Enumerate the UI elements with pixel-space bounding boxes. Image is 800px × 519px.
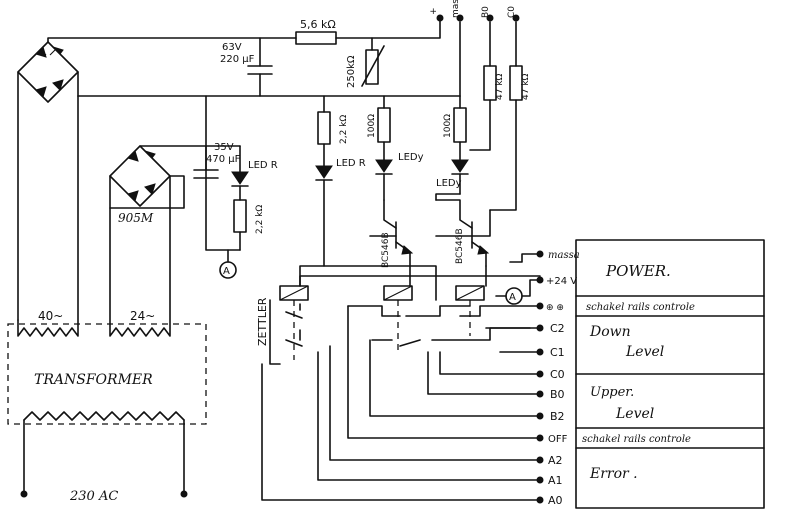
label-cap-low-v: 35V: [214, 142, 234, 153]
mains-terminal-right[interactable]: [180, 490, 188, 498]
bridge-rectifier-top: [17, 41, 79, 103]
terminal-label-off: OFF: [548, 434, 568, 445]
terminal-label-c1: C1: [550, 346, 565, 359]
bridge-rectifier-low: 905M: [109, 145, 171, 225]
table-down-2: Level: [625, 344, 664, 360]
terminal-label-b2: B2: [550, 410, 565, 423]
top-b0-label: B0: [481, 6, 491, 18]
resistor-100-b: 100Ω: [443, 107, 467, 143]
resistor-47k-a: 47 kΩ: [483, 65, 505, 101]
table-down-1: Down: [589, 324, 631, 340]
led-r-left: LED R: [231, 145, 278, 201]
table-upper-1: Upper.: [590, 385, 634, 400]
transformer: 40~ 24~ TRANSFORMER: [7, 95, 207, 493]
terminal-label-c2: C2: [550, 322, 565, 335]
label-cap-low-c: 470 µF: [206, 154, 241, 165]
resistor-5k6: 5,6 kΩ: [295, 18, 337, 45]
label-led-r2: LED R: [336, 158, 366, 169]
terminal-a0[interactable]: [536, 496, 544, 504]
ammeter-right: A: [505, 287, 523, 305]
resistor-2k2-a: 2,2 kΩ: [317, 111, 349, 145]
label-r2k2-a: 2,2 kΩ: [339, 115, 349, 144]
label-r47k-b: 47 kΩ: [521, 73, 531, 100]
label-r100-b: 100Ω: [443, 114, 453, 138]
capacitor-470uf: 35V 470 µF: [193, 142, 241, 179]
terminal-massa[interactable]: [536, 250, 544, 258]
terminal-label-24v: +24 V: [546, 276, 577, 287]
meter-label-right: A: [509, 292, 516, 303]
terminal-c2[interactable]: [536, 324, 544, 332]
label-r2k2-b: 2,2 kΩ: [255, 205, 265, 234]
terminal-label-a1: A1: [548, 474, 563, 487]
capacitor-220uf: 63V 220 µF: [220, 37, 273, 97]
terminal-column: massa +24 V ⊕ ⊕ C2 C1 C0 B0 B2 OFF A2 A1…: [536, 250, 580, 507]
terminal-label-massa: massa: [548, 250, 580, 261]
label-cap-top-v: 63V: [222, 42, 242, 53]
transistor-bc546b-1: BC546B: [369, 199, 414, 268]
terminal-b0-top[interactable]: [486, 14, 494, 22]
led-y-2: LEDy: [436, 141, 469, 195]
secondary-40-label: 40~: [38, 309, 63, 323]
terminal-b2[interactable]: [536, 412, 544, 420]
terminal-c1[interactable]: [536, 348, 544, 356]
terminal-massa-top[interactable]: [456, 14, 464, 22]
terminal-label-b0: B0: [550, 388, 565, 401]
top-massa-label: massa: [451, 0, 461, 18]
resistor-100-a: 100Ω: [367, 107, 391, 143]
top-c0-label: C0: [507, 6, 517, 18]
relay-2: [383, 285, 413, 350]
label-pot: 250kΩ: [346, 55, 357, 88]
terminal-c0-top[interactable]: [512, 14, 520, 22]
label-bridge-low: 905M: [118, 211, 154, 225]
label-r100-a: 100Ω: [367, 114, 377, 138]
terminal-sw[interactable]: [536, 302, 544, 310]
table-upper-2: Level: [615, 406, 654, 422]
label-led-y1: LEDy: [398, 152, 424, 163]
label-r47k-a: 47 kΩ: [495, 73, 505, 100]
top-terminals: + massa B0 C0: [429, 0, 520, 22]
potentiometer-250k: 250kΩ: [346, 37, 385, 88]
terminal-off[interactable]: [536, 434, 544, 442]
ammeter-left: A: [219, 249, 237, 279]
relay-1: ZETTLER: [256, 285, 309, 360]
table-error: Error .: [589, 466, 638, 482]
secondary-24-label: 24~: [130, 309, 155, 323]
terminal-label-a0: A0: [548, 494, 563, 507]
label-tr2: BC546B: [455, 228, 465, 264]
transformer-label: TRANSFORMER: [34, 372, 153, 388]
led-r-right: LED R: [315, 143, 366, 267]
label-relay-brand: ZETTLER: [256, 297, 269, 346]
label-tr1: BC546B: [381, 232, 391, 268]
table-power: POWER.: [605, 262, 671, 280]
label-led-r1: LED R: [248, 160, 278, 171]
led-y-1: LEDy: [375, 141, 424, 201]
terminal-plus[interactable]: [436, 14, 444, 22]
top-plus-label: +: [429, 7, 439, 15]
resistor-47k-b: 47 kΩ: [509, 65, 531, 101]
terminal-a1[interactable]: [536, 476, 544, 484]
terminal-24v[interactable]: [536, 276, 544, 284]
transistor-bc546b-2: BC546B: [435, 199, 490, 267]
terminal-c0[interactable]: [536, 370, 544, 378]
terminal-label-sw: ⊕ ⊕: [546, 303, 564, 313]
table-schakel-2: schakel rails controle: [582, 434, 691, 445]
terminal-b0[interactable]: [536, 390, 544, 398]
label-r-5k6: 5,6 kΩ: [300, 18, 336, 31]
terminal-label-c0: C0: [550, 368, 565, 381]
function-table: POWER. schakel rails controle Down Level…: [575, 239, 765, 509]
resistor-2k2-b: 2,2 kΩ: [233, 199, 265, 251]
mains-label: 230 AC: [69, 489, 118, 504]
label-led-y2: LEDy: [436, 178, 462, 189]
mains-terminal-left[interactable]: [20, 490, 28, 498]
meter-label-left: A: [223, 266, 230, 277]
terminal-a2[interactable]: [536, 456, 544, 464]
table-schakel-1: schakel rails controle: [586, 302, 695, 313]
label-cap-top-c: 220 µF: [220, 54, 255, 65]
terminal-label-a2: A2: [548, 454, 563, 467]
